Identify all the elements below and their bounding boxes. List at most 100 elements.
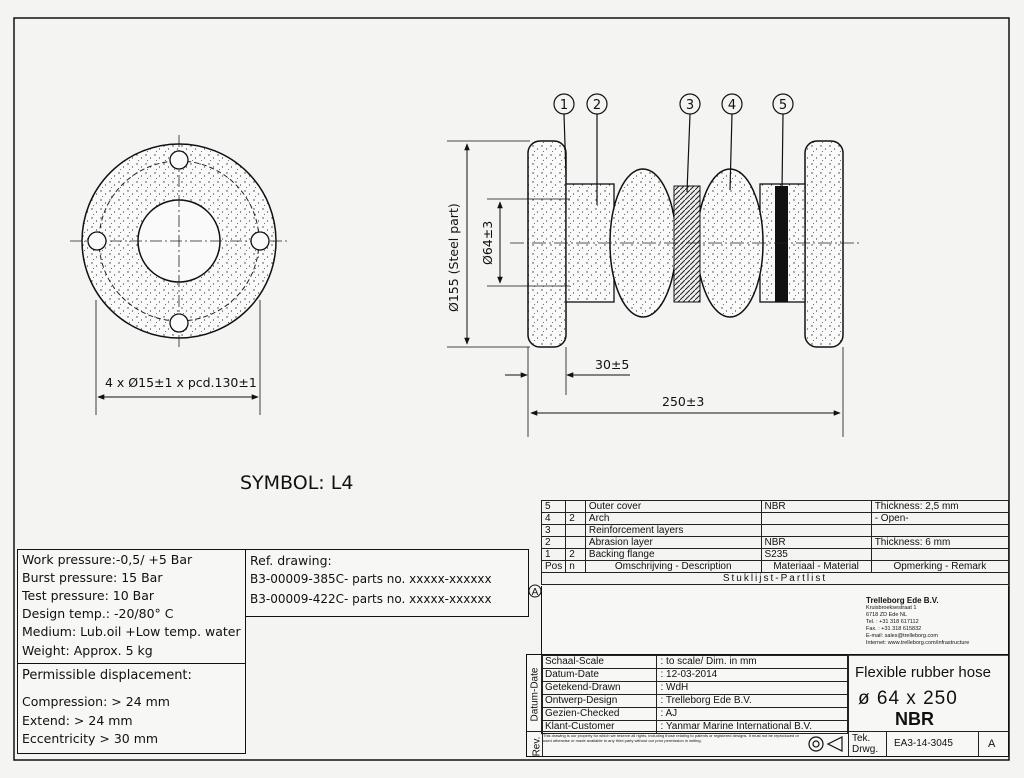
table-cell (565, 524, 586, 537)
ref-marker: A (532, 587, 539, 598)
company-name: Trelleborg Ede B.V. (866, 596, 939, 605)
table-cell (565, 500, 586, 513)
table-cell: Reinforcement layers (584, 524, 762, 537)
dim-steel-part: Ø155 (Steel part) (446, 203, 461, 312)
backing-flange-right (804, 140, 844, 348)
table-cell: 3 (540, 524, 567, 537)
table-cell: 2 (540, 536, 567, 549)
table-row: Ontwerp-Design: Trelleborg Ede B.V. (540, 694, 848, 708)
table-row: Schaal-Scale: to scale/ Dim. in mm (540, 655, 848, 669)
table-cell: n (565, 560, 586, 573)
table-cell: Materiaal - Material (760, 560, 872, 573)
table-cell: : 12-03-2014 (656, 668, 848, 682)
displacement-title: Permissible displacement: (22, 668, 192, 683)
dim-flange: 30±5 (595, 357, 629, 372)
table-cell: Outer cover (584, 500, 762, 513)
product-size: ø 64 x 250 (858, 688, 958, 709)
outer-cover (775, 186, 788, 302)
table-cell: 2 (565, 548, 586, 561)
table-cell: : AJ (656, 707, 848, 721)
projection-symbol (806, 734, 846, 754)
end-view (70, 135, 288, 415)
table-row: 3 Reinforcement layers (540, 524, 1010, 537)
drawing-number: EA3-14-3045 (894, 738, 953, 749)
balloon-label: 5 (779, 98, 787, 113)
ref-line: B3-00009-422C- parts no. xxxxx-xxxxxx (250, 592, 492, 606)
company-line: 6718 ZD Ede NL (866, 612, 907, 618)
table-row: Klant-Customer: Yanmar Marine Internatio… (540, 720, 848, 734)
dim-bolt-holes: 4 x Ø15±1 x pcd.130±1 (105, 375, 257, 390)
table-cell: : Yanmar Marine International B.V. (656, 720, 848, 734)
dim-bore: Ø64±3 (480, 221, 495, 265)
balloon-label: 1 (560, 98, 568, 113)
balloon-label: 4 (728, 98, 736, 113)
table-cell: Opmerking - Remark (870, 560, 1010, 573)
table-cell (760, 524, 872, 537)
table-cell: Arch (584, 512, 762, 525)
company-line: Fax. : +31 318 615832 (866, 626, 922, 632)
ref-line: B3-00009-385C- parts no. xxxxx-xxxxxx (250, 572, 492, 586)
displacement-line: Extend: > 24 mm (22, 713, 133, 728)
table-row: Getekend-Drawn: WdH (540, 681, 848, 695)
table-cell: Schaal-Scale (540, 655, 658, 669)
reference-box: Ref. drawing: B3-00009-385C- parts no. x… (245, 549, 529, 617)
displacement-line: Eccentricity > 30 mm (22, 731, 159, 746)
symbol-label: SYMBOL: L4 (240, 472, 353, 494)
dim-length: 250±3 (662, 394, 704, 409)
table-cell: Klant-Customer (540, 720, 658, 734)
table-cell (565, 536, 586, 549)
table-cell: S235 (760, 548, 872, 561)
spec-line: Design temp.: -20/80° C (22, 606, 174, 621)
sheet-border (13, 17, 1010, 761)
table-cell: Thickness: 6 mm (870, 536, 1010, 549)
rev-side-label: Rev. (531, 736, 543, 757)
company-block: Trelleborg Ede B.V. Kruisbroeksestraat 1… (541, 586, 1009, 656)
bolt-hole (87, 231, 107, 251)
table-cell: 5 (540, 500, 567, 513)
table-cell: NBR (760, 500, 872, 513)
company-line: E-mail: sales@trelleborg.com (866, 633, 938, 639)
table-cell: Pos (540, 560, 567, 573)
table-cell: Ontwerp-Design (540, 694, 658, 708)
table-cell: Thickness: 2,5 mm (870, 500, 1010, 513)
table-cell: Stuklijst-Partlist (541, 572, 1009, 585)
bolt-hole (169, 150, 189, 170)
part-balloon (553, 93, 794, 205)
company-line: Internet: www.trelleborg.com/infrastruct… (866, 640, 970, 646)
balloon-label: 3 (686, 98, 694, 113)
table-row: Datum-Date: 12-03-2014 (540, 668, 848, 682)
table-cell: Getekend-Drawn (540, 681, 658, 695)
title-data: Schaal-Scale: to scale/ Dim. in mm Datum… (540, 655, 848, 734)
revision: A (988, 738, 996, 750)
table-cell (760, 512, 872, 525)
table-cell: 2 (565, 512, 586, 525)
table-row: Gezien-Checked: AJ (540, 707, 848, 721)
side-view (447, 93, 860, 437)
table-cell: 4 (540, 512, 567, 525)
balloon-label: 2 (593, 98, 601, 113)
table-cell: - Open- (870, 512, 1010, 525)
spec-line: Burst pressure: 15 Bar (22, 570, 163, 585)
reinforcement-layers (673, 185, 701, 303)
spec-line: Work pressure:-0,5/ +5 Bar (22, 552, 193, 567)
spec-line: Medium: Lub.oil +Low temp. water (22, 624, 241, 639)
table-cell: : Trelleborg Ede B.V. (656, 694, 848, 708)
table-cell: : WdH (656, 681, 848, 695)
spec-line: Test pressure: 10 Bar (22, 588, 155, 603)
spec-line: Weight: Approx. 5 kg (22, 643, 153, 658)
tek-label: Tek. (852, 733, 871, 744)
company-line: Tel. : +31 318 617112 (866, 619, 919, 625)
displacement-line: Compression: > 24 mm (22, 694, 170, 709)
datum-side-label: Datum-Date (529, 667, 541, 722)
table-cell: 1 (540, 548, 567, 561)
displacement-box: Permissible displacement: Compression: >… (17, 663, 246, 754)
drwg-label: Drwg. (852, 744, 879, 755)
table-title: Stuklijst-Partlist (541, 572, 1009, 585)
